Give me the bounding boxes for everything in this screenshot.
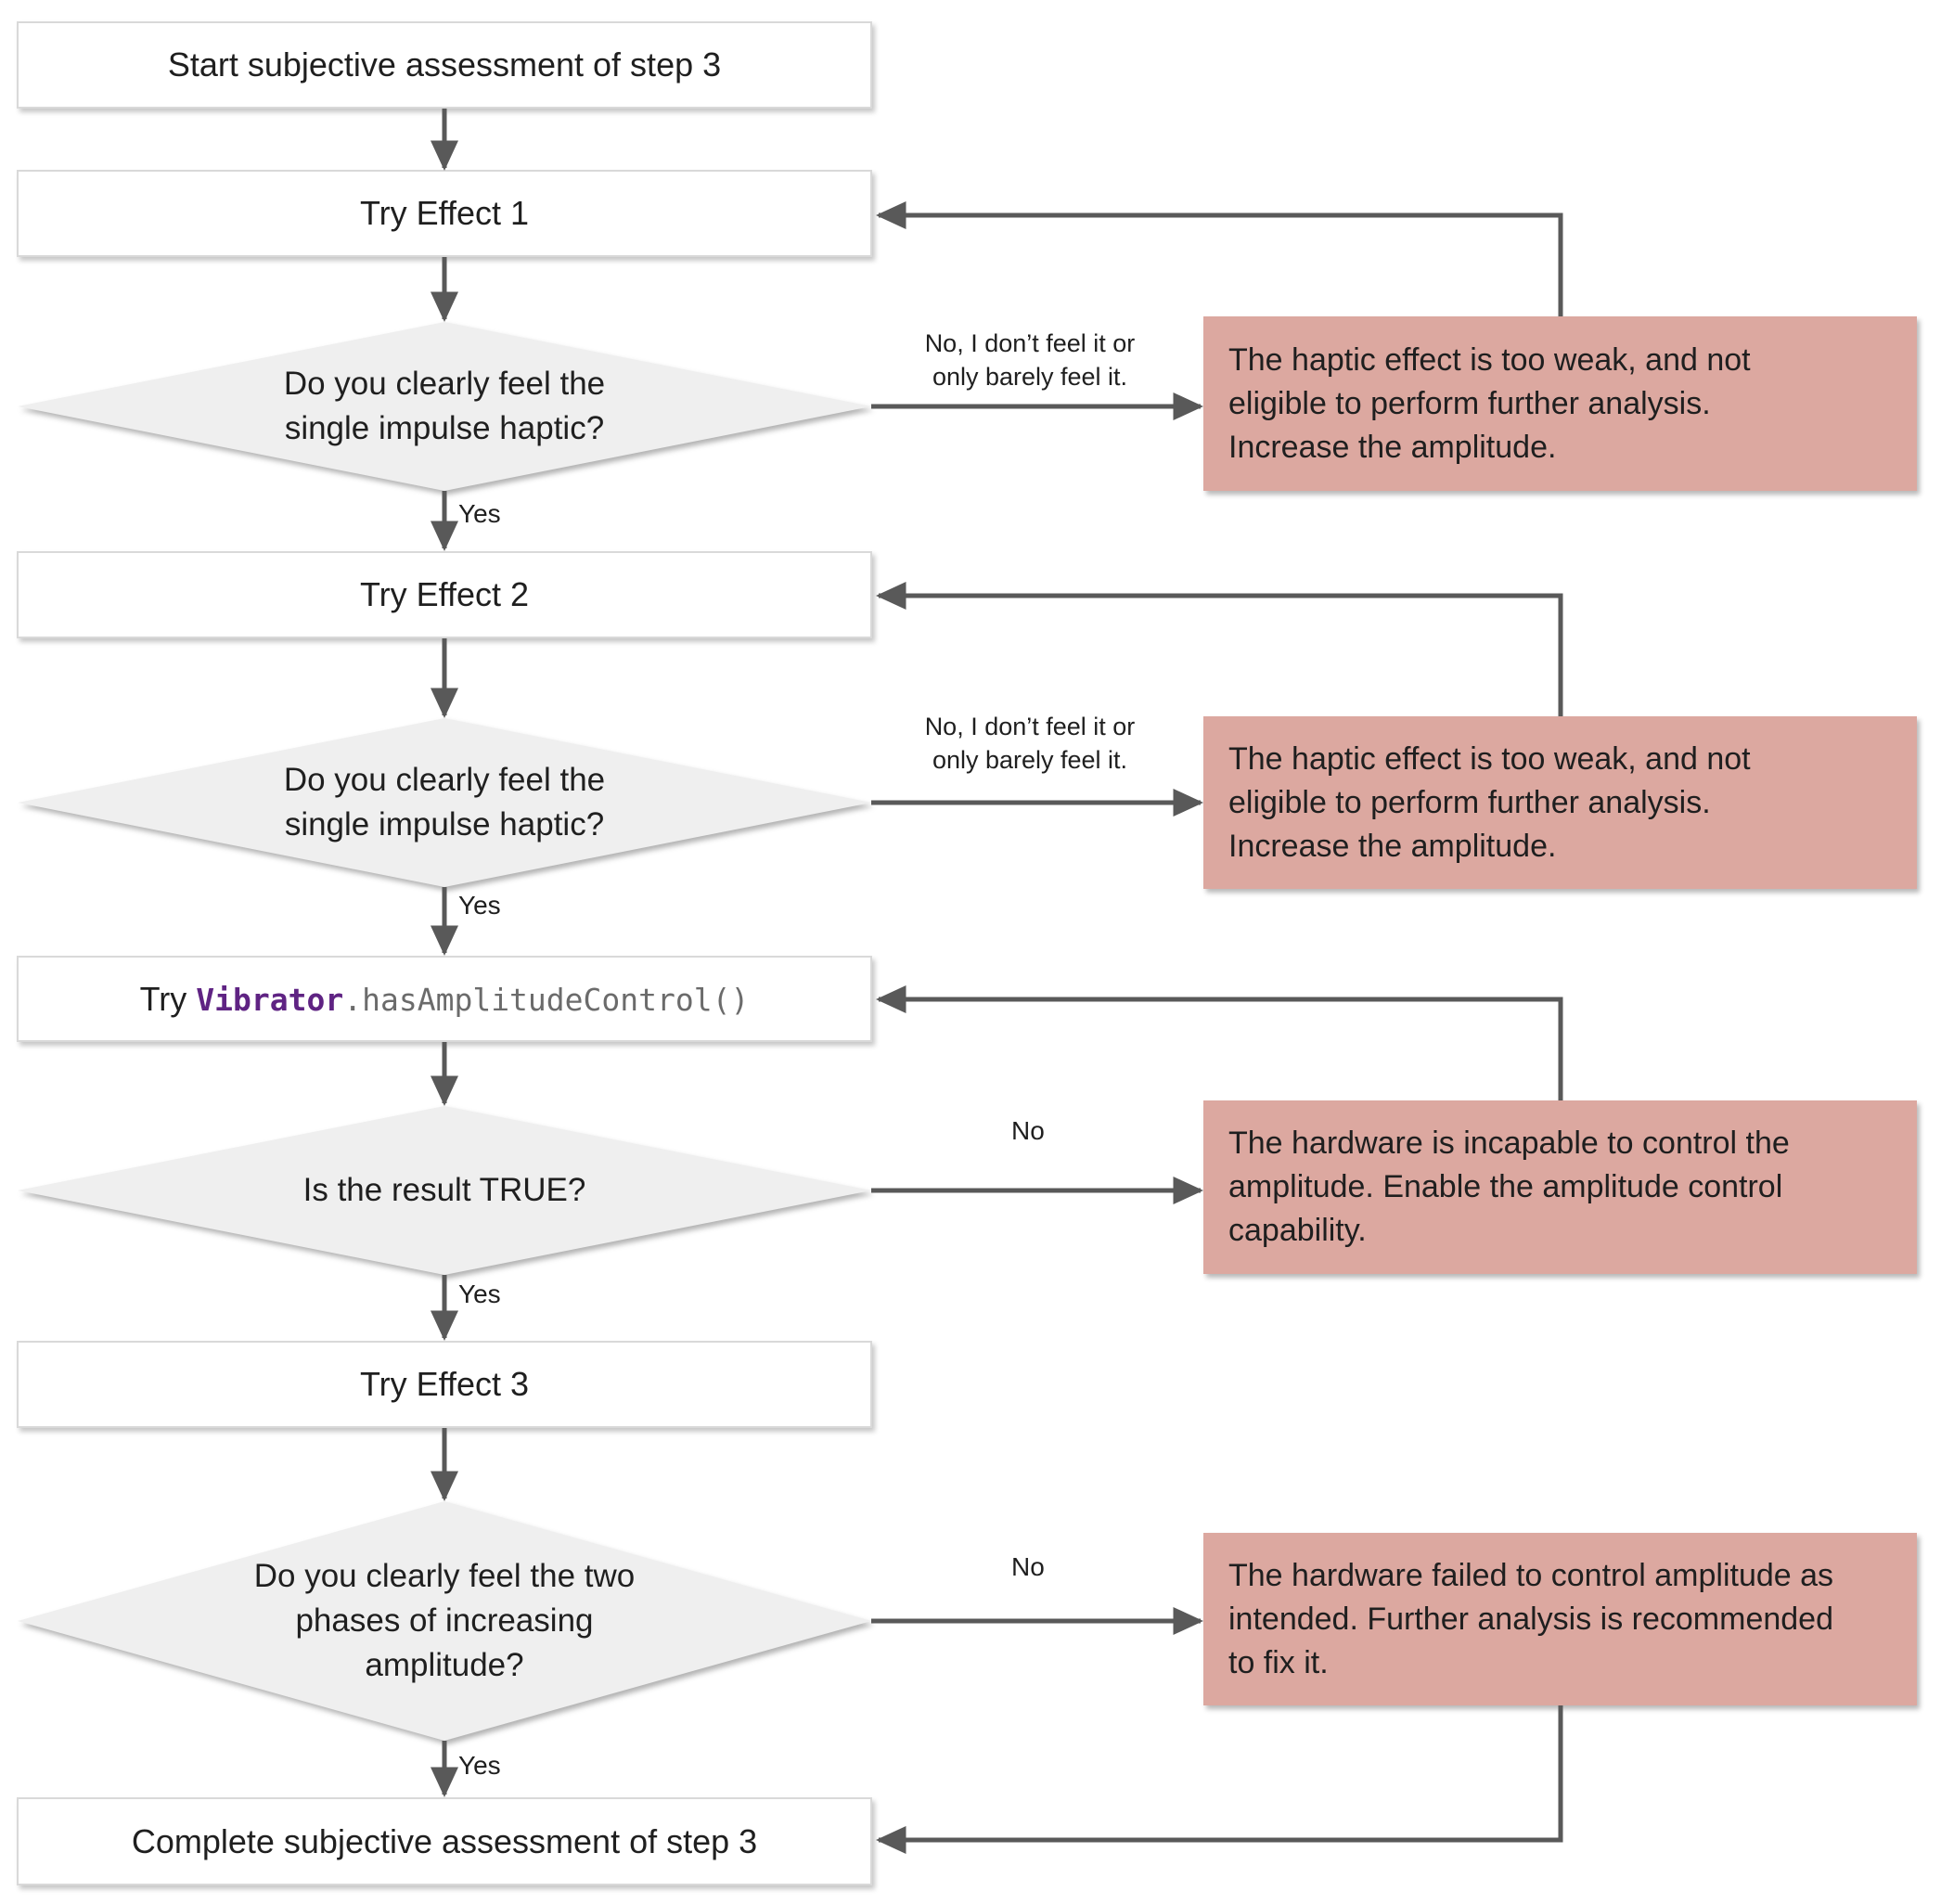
edge-label-yes-1: Yes [458, 499, 501, 528]
alert-incapable: The hardware is incapable to control the… [1203, 1100, 1917, 1274]
decision-line: Is the result TRUE? [302, 1172, 586, 1208]
decision-line: single impulse haptic? [284, 410, 605, 446]
try-effect-3-label: Try Effect 3 [359, 1365, 530, 1403]
alert-line: The haptic effect is too weak, and not [1228, 740, 1751, 777]
alert-line: eligible to perform further analysis. [1228, 385, 1711, 421]
decision-feel-2-node: Do you clearly feel the single impulse h… [18, 718, 871, 887]
alert-line: intended. Further analysis is recommende… [1228, 1601, 1833, 1637]
alert-line: eligible to perform further analysis. [1228, 784, 1711, 820]
alert-too-weak-1: The haptic effect is too weak, and not e… [1203, 316, 1917, 491]
try-effect-1-label: Try Effect 1 [359, 194, 530, 232]
code-step-label: Try Vibrator.hasAmplitudeControl() [140, 980, 750, 1019]
decision-feel-1-text: Do you clearly feel the single impulse h… [18, 322, 871, 491]
try-effect-3-node: Try Effect 3 [17, 1341, 872, 1428]
edge-label-yes-3: Yes [458, 1280, 501, 1308]
edge-label-yes-4: Yes [458, 1751, 501, 1780]
edge-label-no-feel-1: No, I don’t feel it or only barely feel … [886, 327, 1174, 393]
edge-label-line: No, I don’t feel it or [924, 329, 1136, 357]
complete-label: Complete subjective assessment of step 3 [131, 1821, 758, 1860]
alert-line: Increase the amplitude. [1228, 429, 1557, 465]
complete-node: Complete subjective assessment of step 3 [17, 1797, 872, 1885]
alert-too-weak-2: The haptic effect is too weak, and not e… [1203, 716, 1917, 889]
alert-line: The haptic effect is too weak, and not [1228, 341, 1751, 378]
decision-two-phases-text: Do you clearly feel the two phases of in… [18, 1501, 871, 1741]
alert-line: Increase the amplitude. [1228, 828, 1557, 864]
decision-line: Do you clearly feel the [283, 762, 606, 798]
decision-result-true-text: Is the result TRUE? [18, 1106, 871, 1275]
decision-line: phases of increasing [295, 1602, 594, 1639]
edge-alert4-to-complete [875, 1705, 1563, 1854]
code-class-name: Vibrator [196, 981, 344, 1018]
alert-line: amplitude. Enable the amplitude control [1228, 1169, 1783, 1204]
start-node: Start subjective assessment of step 3 [17, 21, 872, 109]
edge-label-no-feel-2: No, I don’t feel it or only barely feel … [886, 710, 1174, 777]
alert-line: capability. [1228, 1213, 1367, 1248]
code-step-node: Try Vibrator.hasAmplitudeControl() [17, 956, 872, 1042]
alert-line: to fix it. [1228, 1644, 1329, 1680]
start-label: Start subjective assessment of step 3 [167, 45, 722, 84]
try-effect-1-node: Try Effect 1 [17, 170, 872, 257]
try-effect-2-label: Try Effect 2 [359, 575, 530, 613]
decision-line: single impulse haptic? [284, 806, 605, 843]
decision-result-true-node: Is the result TRUE? [18, 1106, 871, 1275]
edge-label-no-2: No [1011, 1552, 1045, 1581]
edge-alert3-back-to-code [875, 985, 1563, 1100]
edge-alert2-back-to-try2 [875, 582, 1563, 716]
try-effect-2-node: Try Effect 2 [17, 551, 872, 638]
code-prefix: Try [139, 979, 197, 1018]
edge-label-line: only barely feel it. [932, 746, 1128, 774]
alert-line: The hardware failed to control amplitude… [1228, 1557, 1834, 1593]
decision-two-phases-node: Do you clearly feel the two phases of in… [18, 1501, 871, 1741]
decision-feel-2-text: Do you clearly feel the single impulse h… [18, 718, 871, 887]
decision-line: Do you clearly feel the [283, 366, 606, 402]
alert-failed: The hardware failed to control amplitude… [1203, 1533, 1917, 1705]
edge-alert1-back-to-try1 [875, 201, 1563, 316]
decision-feel-1-node: Do you clearly feel the single impulse h… [18, 322, 871, 491]
edge-label-yes-2: Yes [458, 891, 501, 920]
decision-line: amplitude? [365, 1647, 524, 1683]
code-method-name: .hasAmplitudeControl() [343, 981, 750, 1018]
edge-label-line: No, I don’t feel it or [924, 713, 1136, 740]
decision-line: Do you clearly feel the two [253, 1558, 636, 1594]
alert-line: The hardware is incapable to control the [1228, 1126, 1790, 1161]
edge-label-line: only barely feel it. [932, 363, 1128, 391]
edge-label-no-1: No [1011, 1116, 1045, 1145]
